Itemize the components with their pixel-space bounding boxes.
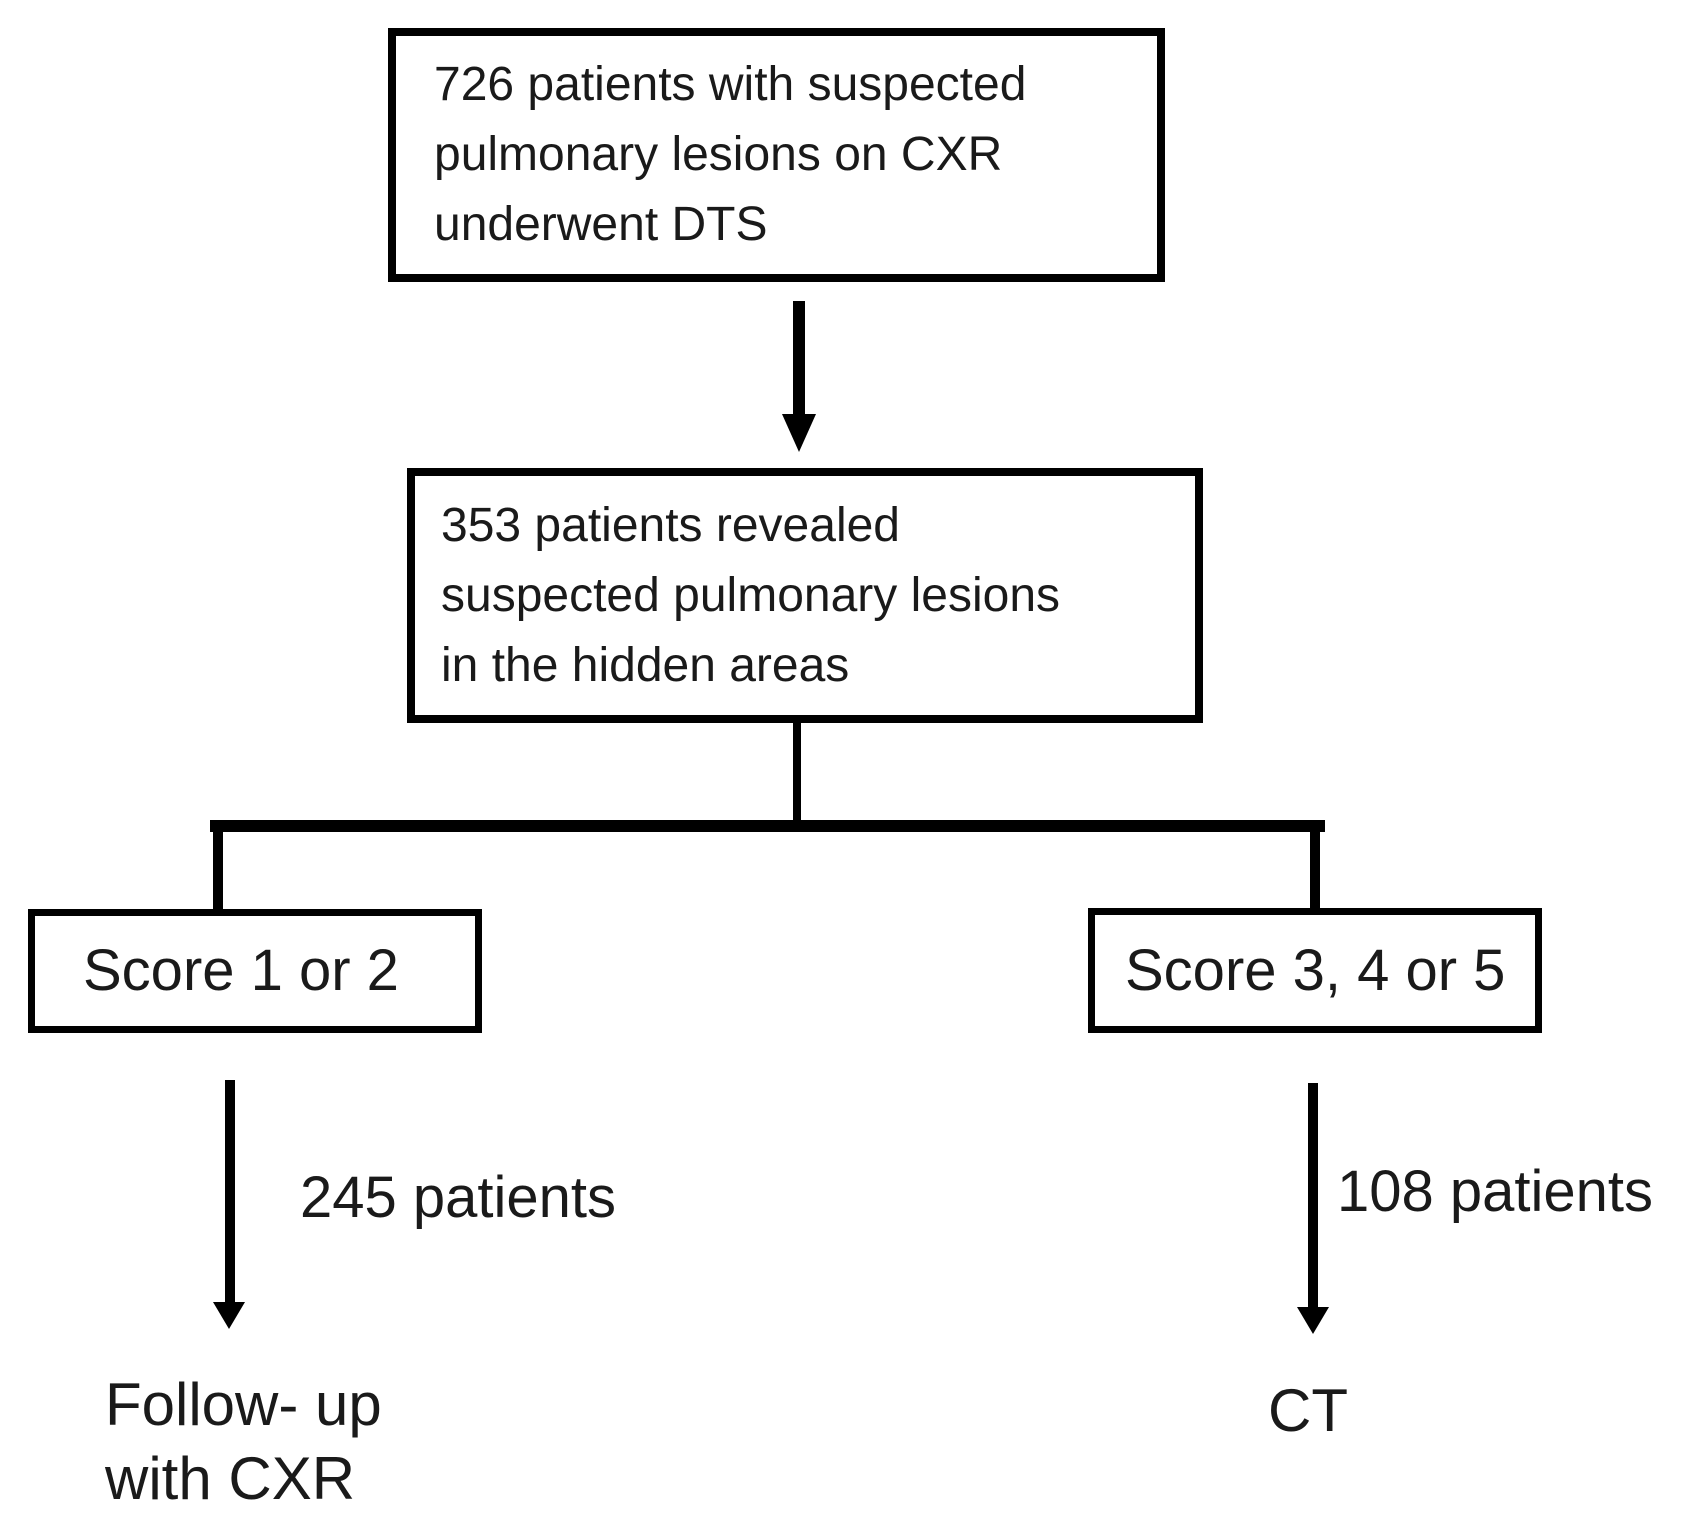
arrow-down-head-right-icon	[1297, 1307, 1329, 1334]
branch-horizontal-line	[210, 820, 1325, 832]
arrow-down-head-icon	[782, 414, 816, 452]
branch-stem-line	[793, 718, 801, 826]
right-arrow-label: 108 patients	[1337, 1159, 1654, 1224]
arrow-down-shaft-right	[1308, 1083, 1318, 1309]
score-1-or-2-text: Score 1 or 2	[83, 938, 399, 1003]
arrow-down-shaft-left	[225, 1080, 235, 1304]
score-3-4-or-5-text: Score 3, 4 or 5	[1125, 937, 1506, 1003]
middle-box-text: 353 patients revealed suspected pulmonar…	[441, 498, 1061, 692]
top-box-text: 726 patients with suspected pulmonary le…	[434, 58, 1027, 251]
middle-box-353-patients: 353 patients revealed suspected pulmonar…	[407, 468, 1203, 723]
left-outcome-followup-cxr: Follow- up with CXR	[105, 1371, 382, 1512]
top-box-726-patients: 726 patients with suspected pulmonary le…	[388, 28, 1165, 282]
arrow-down-shaft-top	[793, 301, 805, 415]
left-arrow-label: 245 patients	[300, 1165, 617, 1230]
score-3-4-or-5-box: Score 3, 4 or 5	[1088, 908, 1542, 1033]
right-outcome-ct: CT	[1268, 1377, 1348, 1444]
branch-right-stub-line	[1310, 826, 1320, 914]
arrow-down-head-left-icon	[213, 1302, 245, 1329]
score-1-or-2-box: Score 1 or 2	[28, 909, 482, 1033]
branch-left-stub-line	[213, 826, 223, 914]
